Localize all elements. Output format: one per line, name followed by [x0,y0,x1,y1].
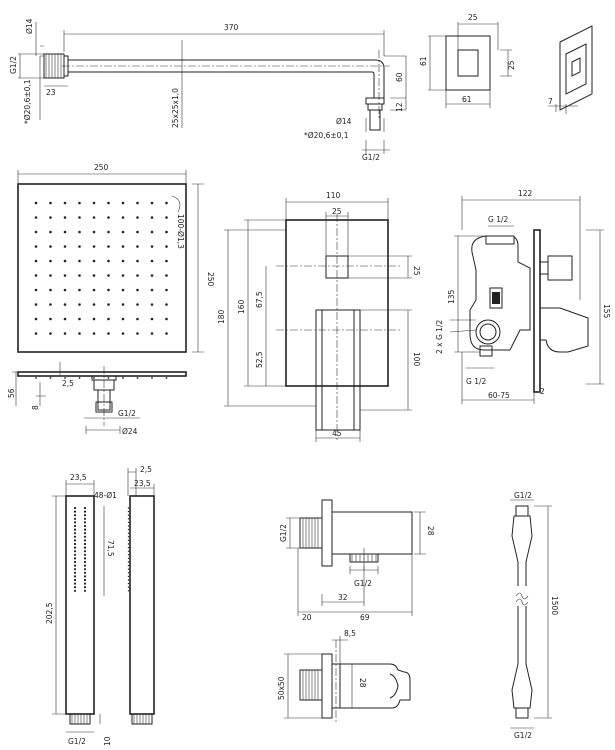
dim-hand-48: 48-Ø1 [94,491,117,500]
dim-plate-110: 110 [326,191,341,200]
dim-head-250v: 250 [206,272,215,287]
dim-elbow-20: 20 [302,613,312,622]
dim-elbow-69: 69 [360,613,370,622]
dim-hose-1500: 1500 [550,596,559,615]
dim-370: 370 [224,23,239,32]
mixer-valve-side: 122 G 1/2 135 2 x G 1/2 155 G 1/2 2 60-7… [435,189,611,404]
wall-outlet-elbow: G1/2 28 G1/2 32 20 69 [279,499,435,622]
shower-holder: 8,5 50x50 28 [277,629,411,724]
dim-plate-160: 160 [237,299,246,314]
dim-head-2-5: 2,5 [62,379,74,388]
dim-hand-23-5b: 23,5 [134,479,151,488]
dim-hand-g12: G1/2 [68,737,86,746]
dim-23: 23 [46,88,56,97]
dim-holder-8-5: 8,5 [344,629,356,638]
dim-valve-60-75: 60-75 [488,391,510,400]
dim-plate-67-5: 67,5 [255,291,264,308]
dim-head-8: 8 [31,405,40,410]
dim-valve-155: 155 [602,304,611,319]
dim-hose-g12: G1/2 [514,491,532,500]
dim-head-d24: Ø24 [122,427,138,436]
wall-flange-perspective: 7 [548,25,593,114]
arm-tube [68,59,385,98]
dim-flange-25v: 25 [507,60,516,70]
dim-valve-g12: G 1/2 [488,215,508,224]
dim-plate-52-5: 52,5 [255,351,264,368]
dim-valve-135: 135 [447,289,456,304]
dim-flange-25: 25 [468,13,478,22]
dim-plate-180: 180 [217,309,226,324]
nozzle-grid [34,201,168,335]
dim-holder-28: 28 [358,678,367,688]
dim-d14: Ø14 [25,18,34,34]
dim-head-250: 250 [94,163,109,172]
dim-elbow-g12b: G1/2 [354,579,372,588]
hand-shower-side: 2,5 23,5 [127,465,155,725]
mixer-plate-front: 110 25 25 180 160 67,5 52,5 100 45 [217,191,421,442]
dim-elbow-28: 28 [426,526,435,536]
dim-head-g12: G1/2 [118,409,136,418]
dim-elbow-g12: G1/2 [279,524,288,542]
dim-g12: G1/2 [9,56,18,74]
dim-head-56: 56 [7,388,16,398]
dim-head-nozzle: 100-Ø1,3 [176,214,185,249]
dim-plate-25: 25 [332,207,342,216]
overhead-shower-side: 2,5 56 8 G1/2 Ø24 [7,362,187,436]
dim-hand-2-5: 2,5 [140,465,152,474]
dim-hand-10: 10 [103,736,112,746]
dim-valve-2: 2 [540,387,545,396]
wall-flange-front: 25 61 25 61 [419,13,516,108]
dim-valve-122: 122 [518,189,533,198]
dim-valve-g12b: G 1/2 [466,377,486,386]
dim-d20b: *Ø20,6±0,1 [304,131,349,140]
dim-60: 60 [395,72,404,82]
dim-g12b: G1/2 [362,153,380,162]
dim-valve-2xg12: 2 x G 1/2 [435,320,444,354]
dim-12: 12 [395,102,404,112]
overhead-shower-top: 250 250 100-Ø1,3 [17,163,215,353]
hand-nozzles [73,506,87,592]
dim-d14b: Ø14 [336,117,352,126]
dim-flange-7: 7 [548,97,553,106]
shower-arm-view: 370 Ø14 G1/2 *Ø20,6±0,1 23 25x25x1,0 60 … [9,18,407,162]
dim-elbow-32: 32 [338,593,348,602]
dim-holder-50x50: 50x50 [277,676,286,700]
dim-hand-71-5: 71,5 [106,540,115,557]
dim-flange-61h: 61 [462,95,472,104]
shower-hose: G1/2 1500 G1/2 [510,491,559,740]
dim-hose-g12b: G1/2 [514,731,532,740]
dim-plate-100: 100 [412,352,421,367]
dim-tube: 25x25x1,0 [171,88,180,128]
dim-hand-23-5: 23,5 [70,473,87,482]
dim-flange-61v: 61 [419,56,428,66]
hand-shower-front: 23,5 48-Ø1 71,5 202,5 G1/2 10 [45,473,117,746]
dim-plate-25v: 25 [412,266,421,276]
dim-d20: *Ø20,6±0,1 [23,79,32,124]
dim-hand-202-5: 202,5 [45,602,54,624]
dim-plate-45: 45 [332,429,342,438]
